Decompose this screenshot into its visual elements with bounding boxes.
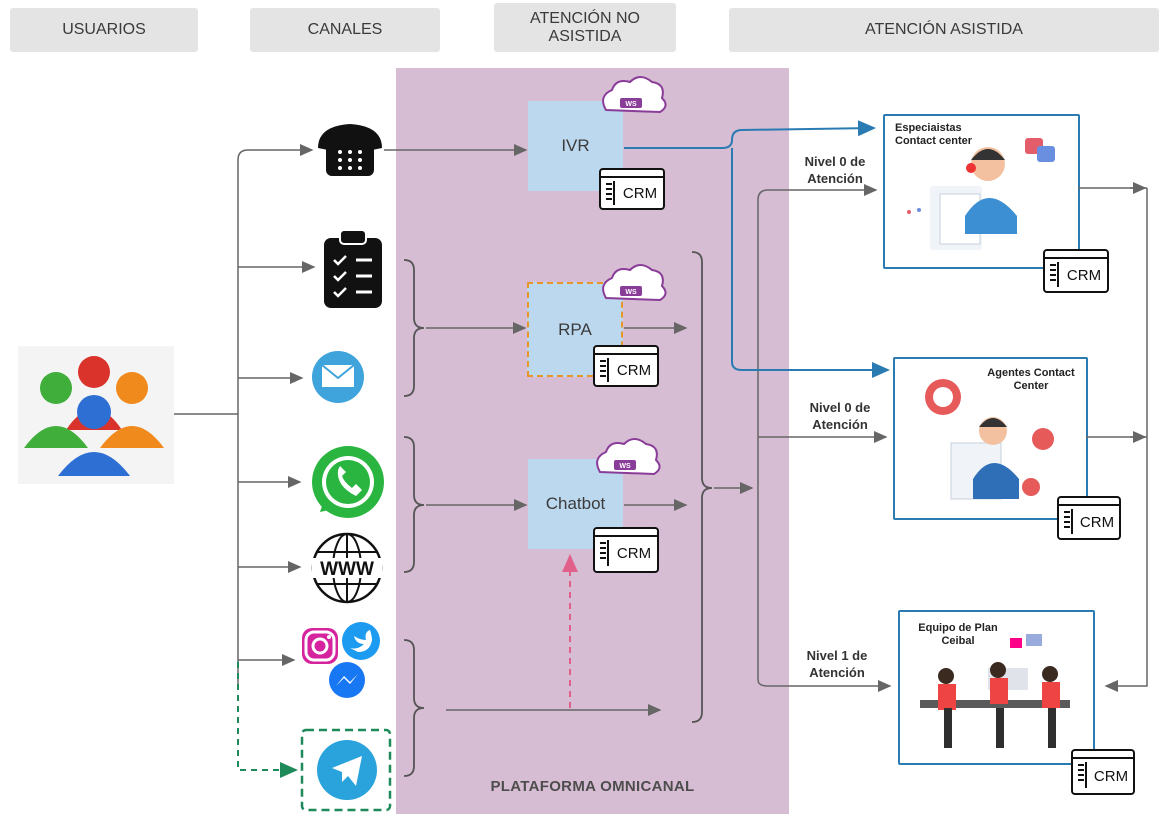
header-canales-label: CANALES <box>307 21 383 38</box>
crm-label-especialistas: CRM <box>1067 267 1101 284</box>
specialist-illustration <box>907 138 1055 250</box>
card-equipo-title: Equipo de Plan Ceibal <box>918 622 998 647</box>
ivr-label: IVR <box>561 136 590 155</box>
crm-label-ivr: CRM <box>623 185 657 202</box>
whatsapp-icon <box>312 446 384 518</box>
header-asistida-label: ATENCIÓN ASISTIDA <box>865 21 1023 38</box>
instagram-icon <box>302 628 338 664</box>
level-label-3-text: Nivel 1 de Atención <box>806 648 868 680</box>
telegram-icon <box>300 728 392 812</box>
plataforma-omnicanal-label: PLATAFORMA OMNICANAL <box>490 778 695 795</box>
ws-cloud-icon-chatbot <box>596 438 661 476</box>
card-agentes-title: Agentes Contact Center <box>987 367 1075 392</box>
level-label-3: Nivel 1 de Atención <box>797 647 877 681</box>
level-label-1-text: Nivel 0 de Atención <box>804 154 866 186</box>
card-equipo: Equipo de Plan Ceibal <box>898 610 1095 765</box>
header-canales: CANALES <box>250 8 440 52</box>
ws-label-chatbot: WS <box>619 463 631 470</box>
plataforma-omnicanal-panel <box>396 68 789 814</box>
card-especialistas-title: Especiaistas Contact center <box>895 122 973 147</box>
chatbot-label: Chatbot <box>545 494 606 513</box>
rpa-label: RPA <box>558 319 592 339</box>
level-label-2: Nivel 0 de Atención <box>800 399 880 433</box>
ivr-node: IVR <box>528 101 623 191</box>
ws-label-ivr: WS <box>625 101 637 108</box>
crm-badge-rpa: CRM <box>593 345 659 387</box>
header-no-asistida-label: ATENCIÓN NO ASISTIDA <box>530 9 640 45</box>
header-atencion-no-asistida: ATENCIÓN NO ASISTIDA <box>494 3 676 52</box>
crm-badge-ivr: CRM <box>599 168 665 210</box>
ws-cloud-icon-rpa <box>602 264 667 302</box>
users-group-icon <box>18 346 174 484</box>
header-usuarios-label: USUARIOS <box>62 21 146 38</box>
agent-illustration <box>925 379 1054 500</box>
email-icon <box>312 351 364 403</box>
clipboard-checklist-icon <box>324 229 382 308</box>
header-atencion-asistida: ATENCIÓN ASISTIDA <box>729 8 1159 52</box>
twitter-icon <box>342 622 380 660</box>
messenger-icon <box>329 662 365 698</box>
ws-label-rpa: WS <box>625 289 637 296</box>
crm-badge-equipo: CRM <box>1071 749 1135 795</box>
www-globe-icon <box>311 532 383 604</box>
team-illustration <box>920 634 1070 748</box>
crm-label-agentes: CRM <box>1080 514 1114 531</box>
crm-label-equipo: CRM <box>1094 768 1128 785</box>
card-especialistas: Especiaistas Contact center <box>883 114 1080 269</box>
telephone-icon <box>318 124 382 176</box>
header-usuarios: USUARIOS <box>10 8 198 52</box>
ws-cloud-icon-ivr <box>602 76 667 114</box>
level-label-1: Nivel 0 de Atención <box>795 153 875 187</box>
crm-label-chatbot: CRM <box>617 545 651 562</box>
crm-badge-especialistas: CRM <box>1043 249 1109 293</box>
card-agentes: Agentes Contact Center <box>893 357 1088 520</box>
www-label: WWW <box>320 559 374 580</box>
level-label-2-text: Nivel 0 de Atención <box>809 400 871 432</box>
crm-badge-chatbot: CRM <box>593 527 659 573</box>
crm-label-rpa: CRM <box>617 362 651 379</box>
crm-badge-agentes: CRM <box>1057 496 1121 540</box>
